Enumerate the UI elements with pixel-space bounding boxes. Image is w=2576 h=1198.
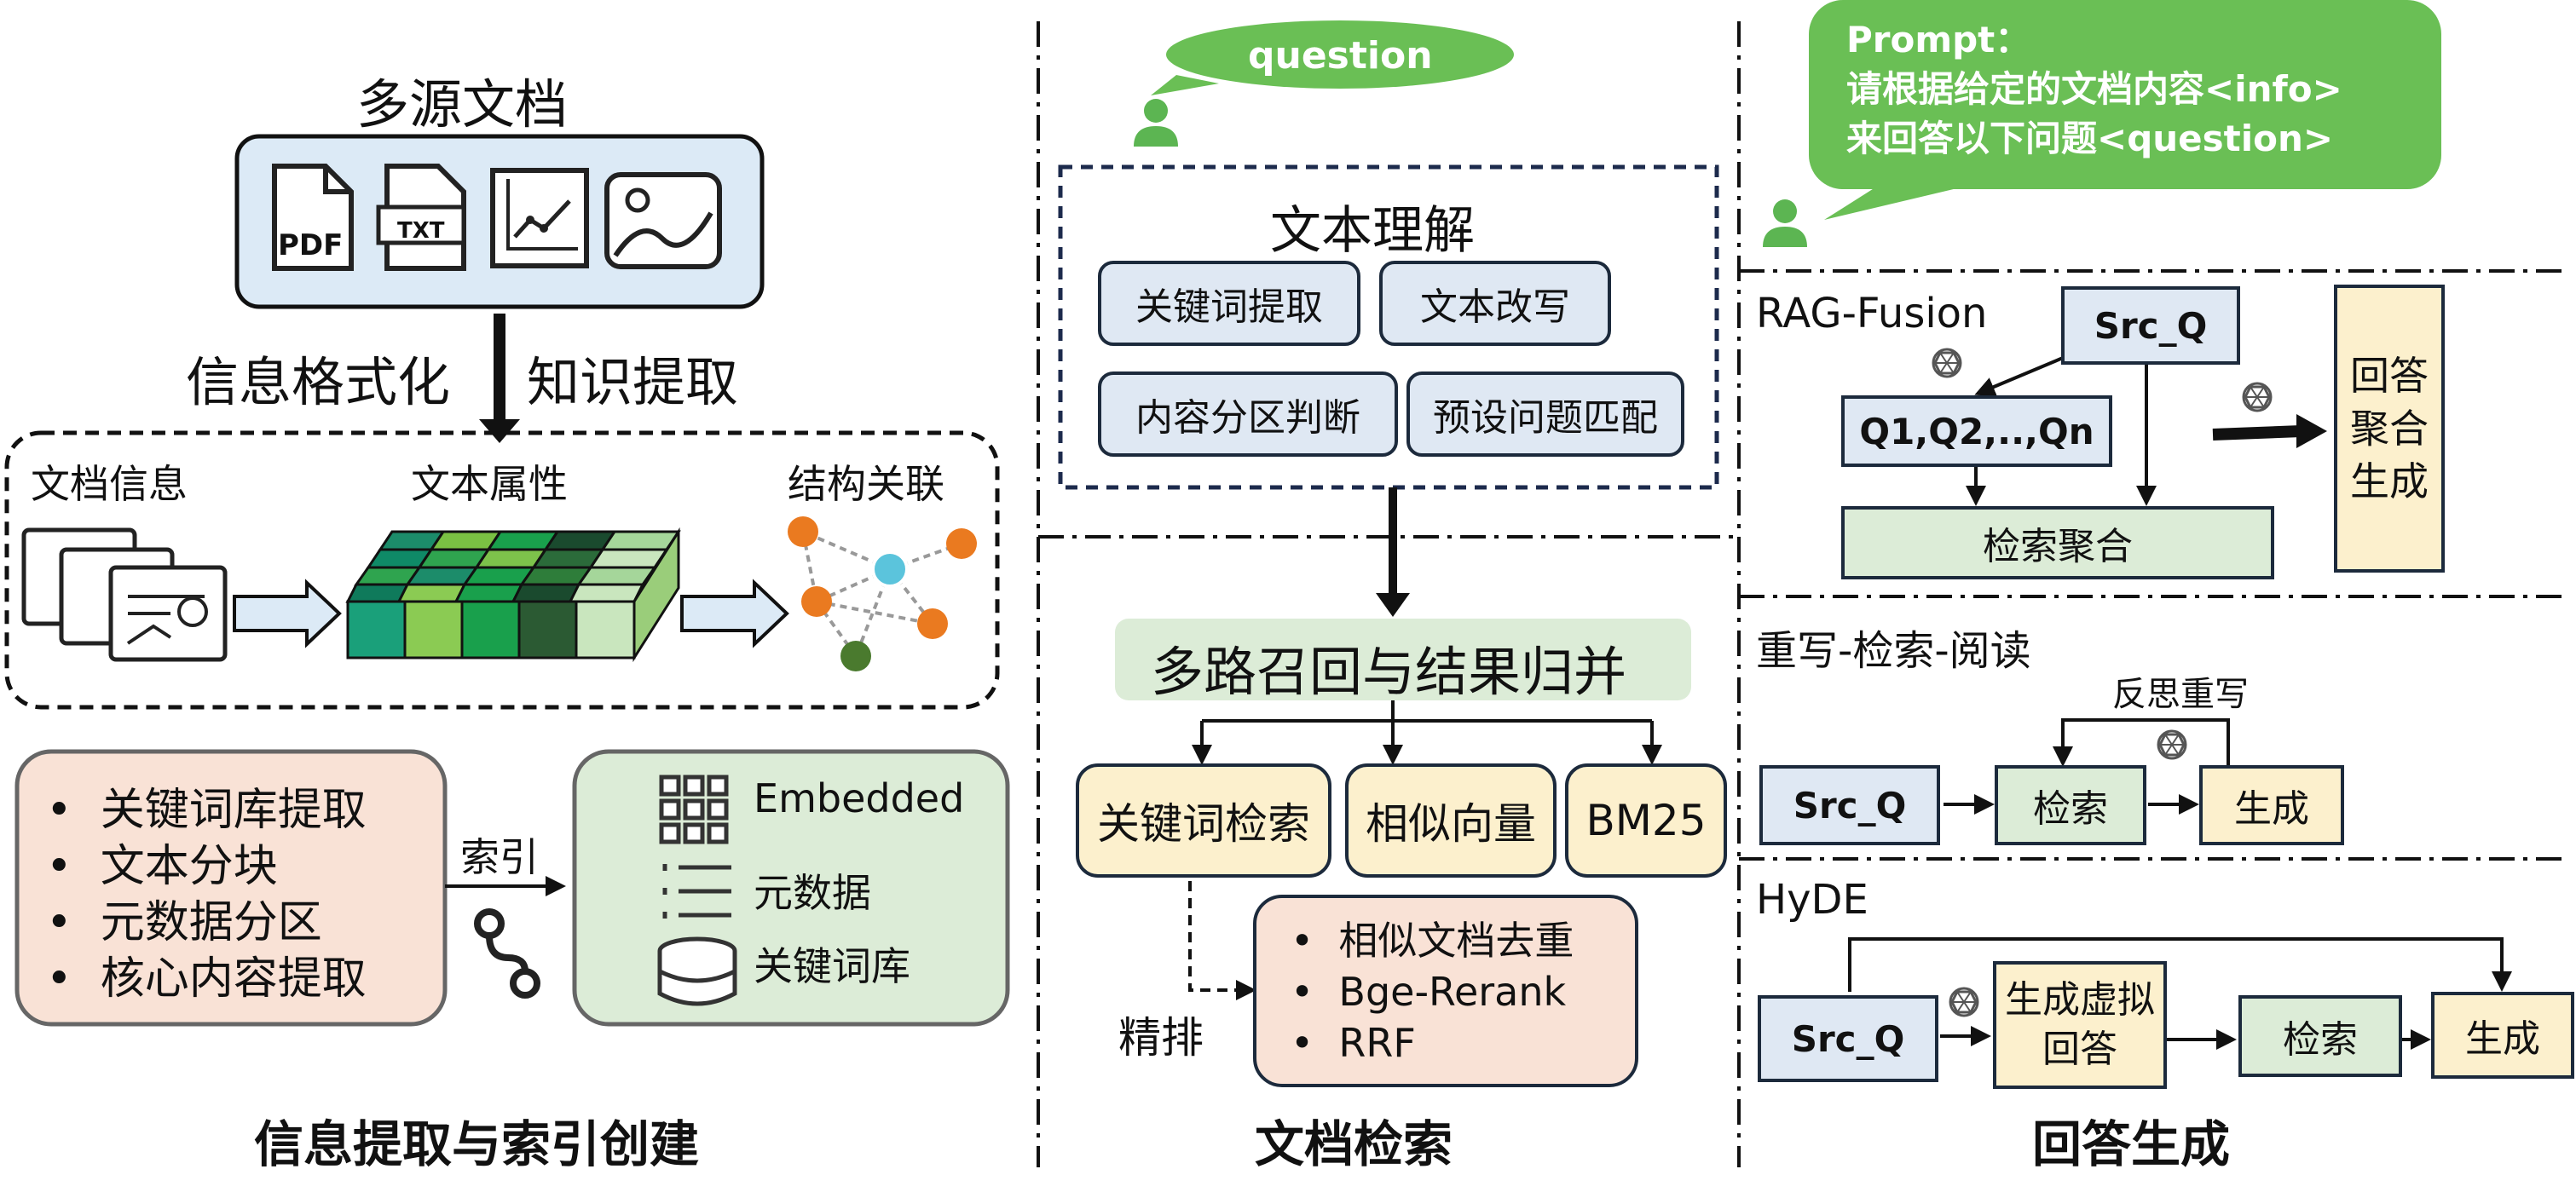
image-icon <box>604 172 722 269</box>
processing-container <box>4 430 1000 710</box>
format-label: 信息格式化 <box>186 351 451 413</box>
txt-file-icon <box>376 164 466 271</box>
preset-question-box: 预设问题匹配 <box>1406 371 1684 457</box>
list-item: • 文本分块 <box>46 841 278 892</box>
database-icon <box>657 936 737 1006</box>
openai-icon-4 <box>1949 987 1979 1017</box>
content-partition-box: 内容分区判断 <box>1098 371 1398 457</box>
extract-label: 知识提取 <box>527 351 739 413</box>
openai-icon-3 <box>2157 729 2187 760</box>
similar-vector-box: 相似向量 <box>1345 763 1557 878</box>
struct-link-label: 结构关联 <box>788 461 944 507</box>
grid-icon <box>659 775 729 844</box>
rerank-box: • 相似文档去重 • Bge-Rerank • RRF <box>1253 895 1638 1087</box>
text-understanding-title: 文本理解 <box>1270 201 1475 261</box>
src-q-box-2: Src_Q <box>1759 765 1940 845</box>
generate-box-1: 生成 <box>2199 765 2344 845</box>
openai-icon-1 <box>1932 348 1962 378</box>
rag-fusion-label: RAG-Fusion <box>1756 290 1988 337</box>
rewrite-label: 重写-检索-阅读 <box>1756 627 2031 675</box>
reflect-rewrite-label: 反思重写 <box>2112 675 2249 714</box>
src-q-box-1: Src_Q <box>2061 286 2240 365</box>
question-text: question <box>1248 34 1433 78</box>
list-icon <box>662 864 731 919</box>
hypothetical-answer-box: 生成虚拟 回答 <box>1993 961 2167 1089</box>
document-stack-icon <box>21 527 228 662</box>
list-item: • RRF <box>1291 1020 1416 1066</box>
queries-box: Q1,Q2,..,Qn <box>1841 395 2112 467</box>
prompt-bubble <box>1809 0 2441 189</box>
openai-icon-2 <box>2242 382 2273 412</box>
rerank-label: 精排 <box>1118 1013 1204 1063</box>
attribute-grid <box>345 527 681 663</box>
retrieve-box-1: 检索 <box>1995 765 2146 845</box>
text-rewrite-box: 文本改写 <box>1379 261 1611 346</box>
list-item: • Bge-Rerank <box>1291 969 1567 1015</box>
list-item: • 相似文档去重 <box>1291 918 1574 964</box>
index-keywords: 关键词库 <box>754 943 910 989</box>
multi-source-title: 多源文档 <box>356 73 569 135</box>
user-icon <box>1134 99 1178 147</box>
prompt-text: Prompt： 请根据给定的文档内容<info> 来回答以下问题<questio… <box>1846 19 2342 159</box>
retrieve-aggregate-box: 检索聚合 <box>1841 506 2274 579</box>
list-item: • 核心内容提取 <box>46 953 367 1005</box>
answer-aggregate-box: 回答 聚合 生成 <box>2334 285 2445 573</box>
retrieve-box-2: 检索 <box>2238 995 2402 1077</box>
generate-box-2: 生成 <box>2431 992 2574 1079</box>
hyde-label: HyDE <box>1756 876 1868 924</box>
line-chart-icon <box>490 168 589 268</box>
pdf-file-icon <box>272 164 354 271</box>
index-metadata: 元数据 <box>754 870 871 916</box>
src-q-box-3: Src_Q <box>1758 995 1938 1082</box>
text-attr-label: 文本属性 <box>411 461 568 507</box>
text-understanding-container <box>1058 164 1719 490</box>
keyword-extract-box: 关键词提取 <box>1098 261 1360 346</box>
right-section-title: 回答生成 <box>2032 1115 2231 1173</box>
doc-info-label: 文档信息 <box>31 461 188 507</box>
index-label: 索引 <box>460 834 539 880</box>
txt-label: TXT <box>397 218 445 244</box>
question-bubble <box>1166 20 1514 89</box>
list-item: • 关键词库提取 <box>46 785 367 836</box>
index-steps-list: • 关键词库提取 • 文本分块 • 元数据分区 • 核心内容提取 <box>46 782 367 1007</box>
middle-section-title: 文档检索 <box>1255 1115 1453 1173</box>
flow-arrow-1 <box>233 579 342 648</box>
multi-recall-box <box>1115 619 1691 700</box>
left-section-title: 信息提取与索引创建 <box>254 1115 700 1173</box>
flow-arrow-2 <box>680 579 789 648</box>
pdf-label: PDF <box>278 228 344 262</box>
user-icon-2 <box>1763 199 1807 247</box>
multi-recall-label: 多路召回与结果归并 <box>1151 641 1627 703</box>
keyword-search-box: 关键词检索 <box>1076 763 1331 878</box>
bm25-box: BM25 <box>1565 763 1727 878</box>
index-embedded: Embedded <box>754 775 965 821</box>
workflow-icon <box>474 908 540 999</box>
list-item: • 元数据分区 <box>46 897 322 948</box>
